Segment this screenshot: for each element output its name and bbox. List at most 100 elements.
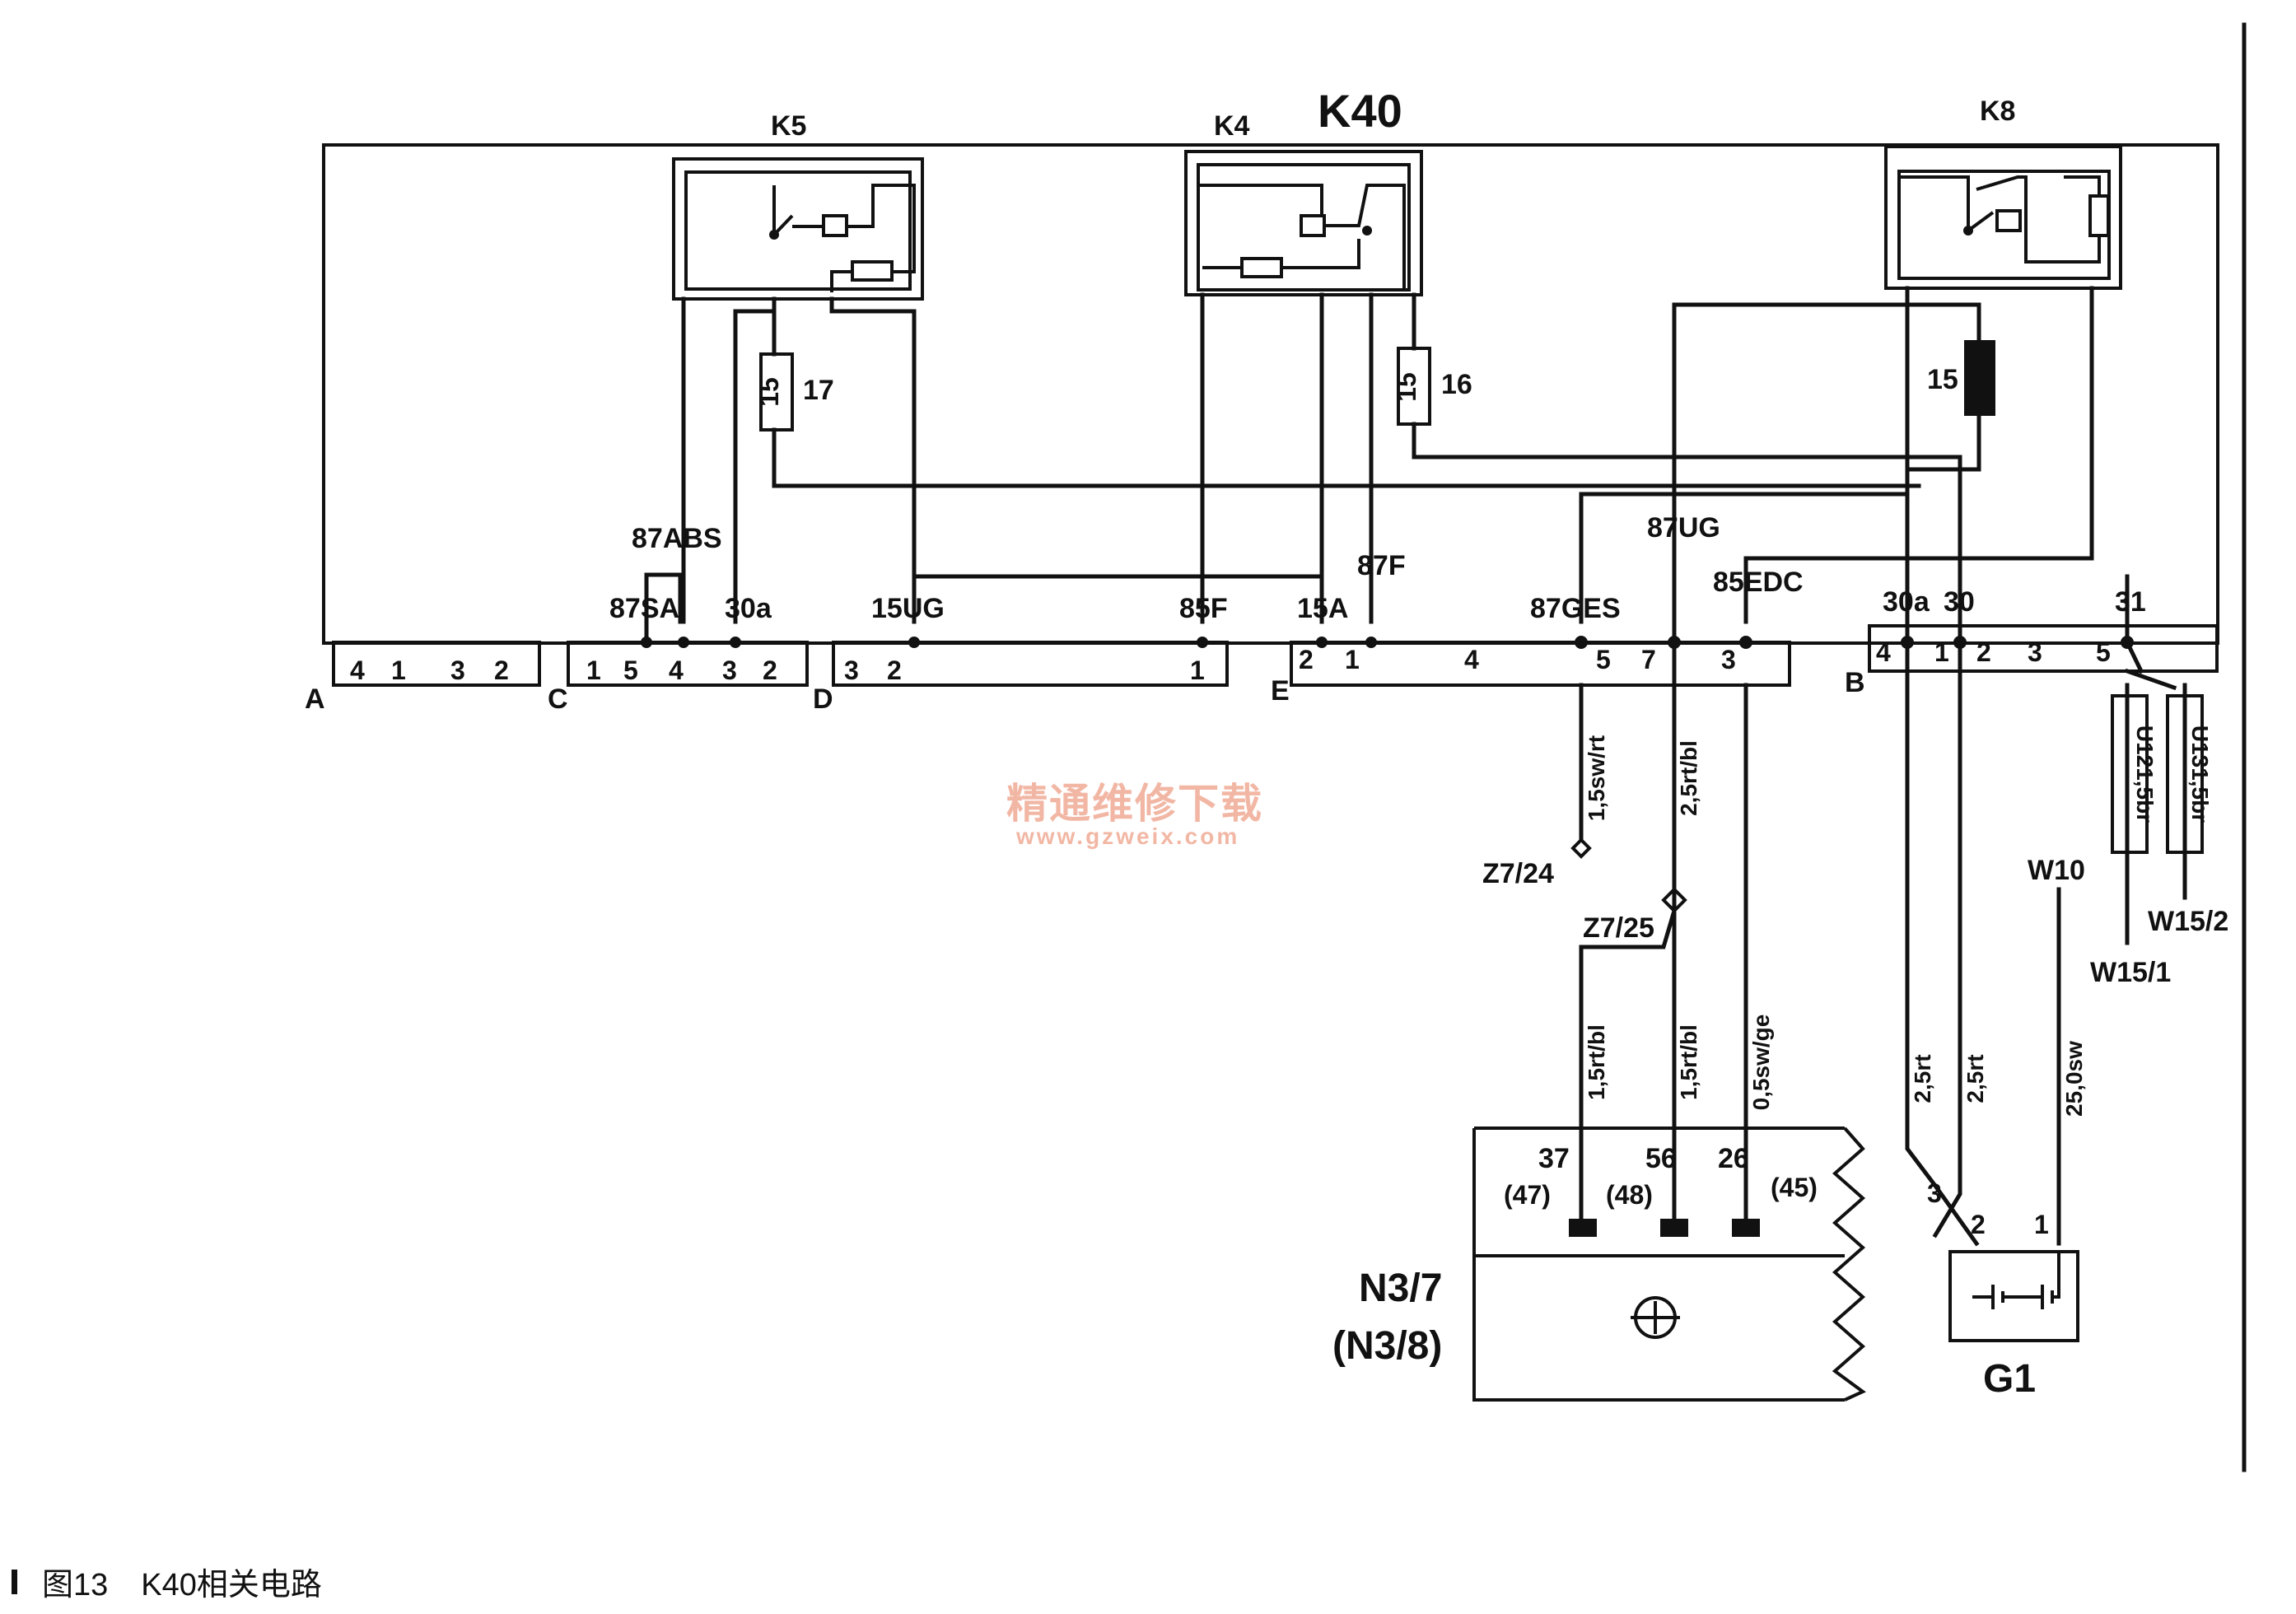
connector-a-pin: 2	[494, 655, 509, 685]
terminal-87ug: 87UG	[1647, 512, 1720, 543]
relay-k8-box	[1884, 145, 2122, 290]
connector-e-pin: 5	[1596, 645, 1611, 674]
node-z725: Z7/25	[1583, 912, 1654, 944]
k40-module-box	[322, 143, 2219, 645]
battery-pin: 1	[2034, 1210, 2049, 1239]
internal-wiring	[681, 286, 2144, 1073]
terminal-15a: 15A	[1297, 593, 1348, 624]
ecu-pin-alt: (47)	[1504, 1180, 1551, 1210]
wire-label: 0,5sw/ge	[1748, 1015, 1774, 1111]
connector-a-label: A	[305, 683, 325, 715]
battery-pin: 3	[1927, 1178, 1942, 1208]
wire-label: 1,5sw/rt	[1584, 735, 1609, 821]
relay-k5: K5	[672, 110, 924, 301]
wire-label: 25,0sw	[2061, 1041, 2087, 1117]
ecu-n37: 37 (47) 56 (48) 26 (45) N3/7 (N3/8)	[1332, 1127, 1866, 1402]
relay-k8-coil	[1995, 209, 2022, 232]
u121-module	[2111, 694, 2149, 854]
node-z724: Z7/24	[1482, 858, 1554, 889]
battery-g1: 3 2 1 G1	[1927, 1178, 2079, 1401]
fuse-15-label: 15	[1927, 364, 1958, 395]
external-wiring	[1570, 668, 2187, 1247]
connector-e-pin: 4	[1464, 645, 1479, 674]
terminal-31: 31	[2115, 586, 2146, 618]
ecu-pin-alt: (48)	[1606, 1180, 1653, 1210]
connector-d-pin: 1	[1190, 655, 1205, 685]
87abs-jumper	[644, 572, 683, 645]
connector-e-pin: 1	[1345, 645, 1360, 674]
figure-caption: 图13 K40相关电路	[12, 1559, 322, 1604]
connector-e-pin: 3	[1721, 645, 1736, 674]
fuse-16-rating: 15	[1392, 372, 1421, 402]
relay-k8-label: K8	[1980, 96, 2015, 127]
relay-k4-label: K4	[1214, 110, 1250, 142]
wire-labels: 1,5sw/rt 2,5rt/bl 1,5rt/bl 1,5rt/bl 0,5s…	[1584, 735, 2087, 1117]
node-w151: W15/1	[2090, 957, 2171, 988]
pin-markers	[641, 636, 2134, 649]
terminal-85f: 85F	[1179, 593, 1228, 624]
node-w10: W10	[2028, 855, 2085, 886]
terminal-30: 30	[1944, 586, 1975, 618]
terminal-labels: 87ABS 87SA 30a 15UG 85F 15A 87F 87GES 87…	[609, 512, 2146, 624]
u131-module	[2166, 694, 2204, 854]
connector-a-pin: 1	[391, 655, 406, 685]
terminal-87ges: 87GES	[1530, 593, 1621, 624]
connector-a: A 4 1 3 2	[305, 641, 541, 715]
u131-label: U131,5br	[2187, 725, 2213, 823]
ecu-pin-alt: (45)	[1771, 1173, 1818, 1202]
relay-k8: K8	[1884, 96, 2122, 290]
connector-a-pin: 3	[450, 655, 465, 685]
connector-c-pin: 2	[763, 655, 777, 685]
connector-c-pin: 1	[586, 655, 601, 685]
connector-c-pin: 5	[623, 655, 638, 685]
relay-k8-resistor	[2088, 194, 2110, 237]
connector-b-pin: 4	[1876, 637, 1891, 667]
terminal-15ug: 15UG	[871, 593, 945, 624]
connector-c-pin: 3	[722, 655, 737, 685]
relay-k5-coil	[822, 214, 848, 237]
relay-k5-resistor	[851, 260, 894, 282]
relay-k4: K4	[1184, 110, 1423, 296]
ecu-pin-num: 56	[1645, 1143, 1677, 1174]
relay-k4-coil	[1300, 214, 1326, 237]
connector-e-pin: 7	[1641, 645, 1656, 674]
ecu-pin-num: 26	[1718, 1143, 1749, 1174]
connector-b: B 4 1 2 3 5	[1845, 624, 2219, 698]
connector-d-label: D	[813, 683, 833, 715]
connector-c: C 1 5 4 3 2	[548, 641, 809, 715]
wire-label: 2,5rt	[1962, 1054, 1988, 1103]
connector-e: E 2 1 4 5 7 3	[1271, 641, 1791, 707]
caption-bar	[12, 1569, 17, 1594]
fuse-17-rating: 15	[754, 377, 784, 407]
connector-b-label: B	[1845, 667, 1865, 698]
terminal-87abs: 87ABS	[632, 523, 722, 554]
k40-title: K40	[1318, 85, 1402, 137]
wire-label: 1,5rt/bl	[1584, 1024, 1609, 1100]
battery-pin: 2	[1971, 1210, 1986, 1239]
connector-c-pin: 4	[669, 655, 684, 685]
watermark-url: www.gzweix.com	[1016, 823, 1240, 849]
watermark-text: 精通维修下载	[1006, 779, 1263, 828]
caption-figure-number: 图13	[42, 1568, 109, 1602]
connector-c-label: C	[548, 683, 568, 715]
connector-e-pin: 2	[1299, 645, 1314, 674]
terminal-87f: 87F	[1357, 550, 1406, 581]
node-w152: W15/2	[2148, 906, 2228, 937]
connector-e-label: E	[1271, 675, 1290, 707]
terminal-30a-right: 30a	[1883, 586, 1930, 618]
fuse-16-label: 16	[1441, 369, 1472, 400]
terminal-85edc: 85EDC	[1713, 567, 1804, 598]
connector-b-pin: 1	[1934, 637, 1949, 667]
fuse-15: 15	[1927, 340, 1995, 416]
relay-k5-label: K5	[771, 110, 806, 142]
caption-text: K40相关电路	[141, 1568, 322, 1602]
relay-k4-resistor	[1240, 257, 1283, 278]
u121-label: U121,5br	[2132, 725, 2158, 823]
connector-a-pin: 4	[350, 655, 365, 685]
connector-b-pin: 2	[1976, 637, 1991, 667]
wire-label: 2,5rt/bl	[1676, 740, 1701, 816]
connector-b-pin: 5	[2096, 637, 2111, 667]
terminal-30a-left: 30a	[725, 593, 772, 624]
fuse-16: 15 16	[1392, 347, 1472, 426]
